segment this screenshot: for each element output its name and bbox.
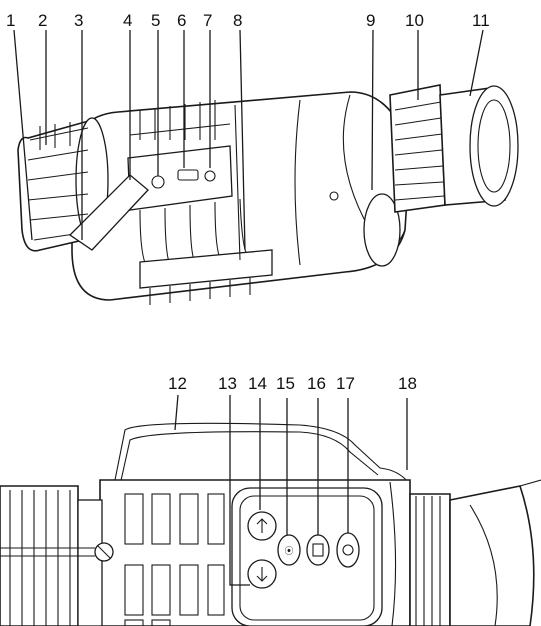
top-leader-lines: [13, 29, 484, 251]
label-15: 15: [276, 374, 295, 393]
top-view-device: ⦿: [0, 422, 541, 626]
label-7: 7: [203, 11, 213, 30]
label-11: 11: [472, 11, 490, 30]
label-2: 2: [38, 11, 48, 30]
label-16: 16: [307, 374, 326, 393]
label-4: 4: [123, 11, 133, 30]
label-18: 18: [398, 374, 417, 393]
label-6: 6: [177, 11, 187, 30]
control-buttons: ⦿: [247, 511, 360, 589]
label-13: 13: [218, 374, 237, 393]
svg-text:⦿: ⦿: [284, 546, 293, 556]
label-12: 12: [168, 374, 187, 393]
label-9: 9: [366, 11, 376, 30]
side-view-device: [17, 84, 519, 305]
button-15: [277, 534, 301, 566]
label-10: 10: [405, 11, 424, 30]
label-5: 5: [151, 11, 161, 30]
label-8: 8: [233, 11, 243, 30]
button-16: [306, 534, 330, 566]
bottom-leader-lines: [174, 394, 408, 586]
label-1: 1: [6, 11, 16, 30]
button-17: [336, 532, 360, 568]
label-3: 3: [74, 11, 84, 30]
label-14: 14: [248, 374, 267, 393]
label-17: 17: [336, 374, 355, 393]
